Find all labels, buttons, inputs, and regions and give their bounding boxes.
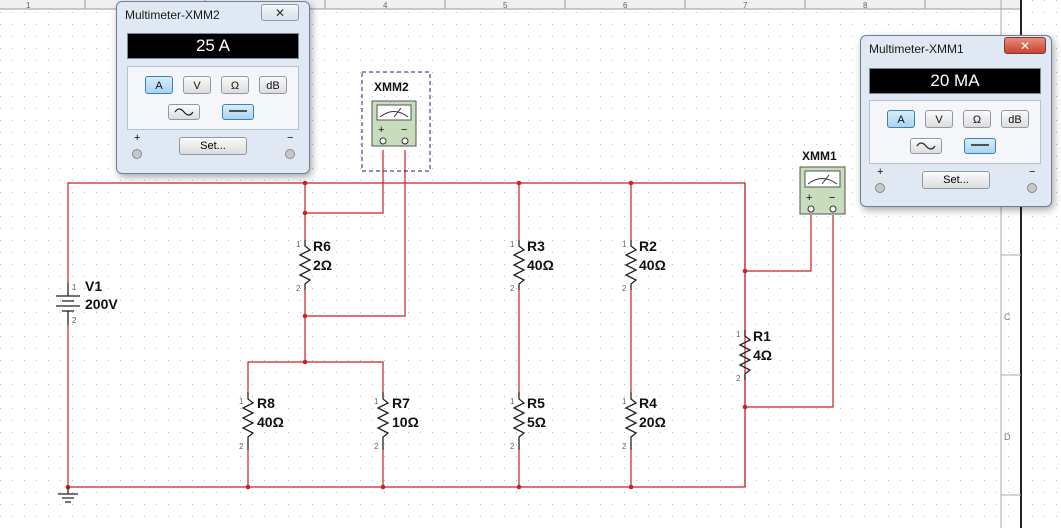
pin-label: 2	[736, 374, 741, 383]
close-icon: ✕	[1019, 39, 1031, 53]
meter-controls-panel: A V Ω dB	[869, 100, 1041, 164]
set-button[interactable]: Set...	[922, 171, 990, 189]
ohmmeter-button[interactable]: Ω	[221, 76, 249, 94]
meter-display: 25 A	[127, 33, 299, 59]
ruler-label-4: 4	[383, 1, 388, 10]
voltmeter-button[interactable]: V	[925, 110, 953, 128]
pin-label: 1	[374, 397, 379, 406]
r3-name[interactable]: R3	[527, 238, 545, 254]
pin-label: 2	[622, 442, 627, 451]
window-title: Multimeter-XMM2	[125, 8, 220, 22]
plus-terminal-label: +	[877, 166, 884, 178]
voltmeter-button[interactable]: V	[183, 76, 211, 94]
pin-label: 2	[239, 442, 244, 451]
meter-display: 20 MA	[869, 68, 1041, 94]
close-button[interactable]: ✕	[1004, 37, 1046, 54]
pin-label: 2	[72, 316, 77, 325]
ruler-label-6: 6	[623, 1, 628, 10]
minus-jack[interactable]	[1027, 183, 1037, 193]
ruler-label-d: D	[1004, 432, 1011, 442]
ac-wave-icon	[916, 142, 936, 150]
xmm1-minus: −	[829, 192, 835, 204]
pin-label: 1	[510, 397, 515, 406]
decibel-button[interactable]: dB	[259, 76, 287, 94]
resistor-zigzags	[241, 240, 752, 450]
xmm2-meter-symbol[interactable]: XMM2 + −	[361, 71, 431, 172]
battery-v1[interactable]: 1 2 V1 200V	[56, 278, 118, 325]
ammeter-button[interactable]: A	[145, 76, 173, 94]
r6-value: 2Ω	[313, 257, 332, 273]
r3-value: 40Ω	[527, 257, 554, 273]
r7-name[interactable]: R7	[392, 395, 410, 411]
plus-terminal-label: +	[134, 132, 141, 144]
ruler-label-1: 1	[26, 1, 31, 10]
ruler-label-5: 5	[503, 1, 508, 10]
plus-jack[interactable]	[875, 183, 885, 193]
xmm2-minus: −	[401, 124, 407, 136]
xmm2-label: XMM2	[374, 80, 409, 94]
pin-label: 1	[736, 330, 741, 339]
minus-jack[interactable]	[285, 149, 295, 159]
r2-name[interactable]: R2	[639, 238, 657, 254]
r6-name[interactable]: R6	[313, 238, 331, 254]
dc-button[interactable]	[964, 138, 996, 154]
r4-name[interactable]: R4	[639, 395, 657, 411]
ruler-label-8: 8	[863, 1, 868, 10]
pin-label: 1	[622, 397, 627, 406]
r8-value: 40Ω	[257, 414, 284, 430]
set-button[interactable]: Set...	[179, 137, 247, 155]
plus-jack[interactable]	[132, 149, 142, 159]
ruler-label-7: 7	[743, 1, 748, 10]
ac-wave-icon	[174, 108, 194, 116]
xmm1-meter-symbol[interactable]: XMM1 + −	[799, 149, 846, 215]
dc-line-icon	[229, 110, 247, 112]
r4-value: 20Ω	[639, 414, 666, 430]
close-button[interactable]: ✕	[261, 4, 299, 21]
junction-dots	[65, 180, 748, 490]
pin-label: 1	[239, 397, 244, 406]
xmm2-plus: +	[378, 124, 384, 136]
r5-name[interactable]: R5	[527, 395, 545, 411]
ohmmeter-button[interactable]: Ω	[963, 110, 991, 128]
ground-symbol	[58, 487, 78, 503]
close-icon: ✕	[274, 6, 286, 20]
r2-value: 40Ω	[639, 257, 666, 273]
ammeter-button[interactable]: A	[887, 110, 915, 128]
multimeter-xmm2-window[interactable]: Multimeter-XMM2 ✕ 25 A A V Ω dB + Set...…	[116, 1, 310, 174]
minus-terminal-label: −	[287, 132, 294, 144]
pin-label: 2	[374, 442, 379, 451]
dc-button[interactable]	[222, 104, 254, 120]
v1-name: V1	[85, 278, 102, 294]
r7-value: 10Ω	[392, 414, 419, 430]
dc-line-icon	[971, 144, 989, 146]
xmm1-plus: +	[806, 192, 812, 204]
pin-label: 2	[510, 442, 515, 451]
pin-label: 2	[296, 284, 301, 293]
ac-button[interactable]	[168, 104, 200, 120]
r1-name[interactable]: R1	[753, 328, 771, 344]
pin-label: 1	[622, 240, 627, 249]
v1-value: 200V	[85, 296, 118, 312]
r8-name[interactable]: R8	[257, 395, 275, 411]
pin-label: 1	[510, 240, 515, 249]
decibel-button[interactable]: dB	[1001, 110, 1029, 128]
ruler-label-c: C	[1004, 312, 1011, 322]
window-title: Multimeter-XMM1	[869, 42, 964, 56]
meter-controls-panel: A V Ω dB	[127, 66, 299, 130]
r1-value: 4Ω	[753, 347, 772, 363]
ac-button[interactable]	[910, 138, 942, 154]
minus-terminal-label: −	[1029, 166, 1036, 178]
r5-value: 5Ω	[527, 414, 546, 430]
multimeter-xmm1-window[interactable]: Multimeter-XMM1 ✕ 20 MA A V Ω dB + Set..…	[860, 35, 1052, 207]
pin-label: 1	[72, 283, 77, 292]
xmm1-label: XMM1	[802, 149, 837, 163]
circuit-wires	[67, 150, 834, 488]
pin-label: 2	[510, 284, 515, 293]
pin-label: 1	[296, 240, 301, 249]
pin-label: 2	[622, 284, 627, 293]
